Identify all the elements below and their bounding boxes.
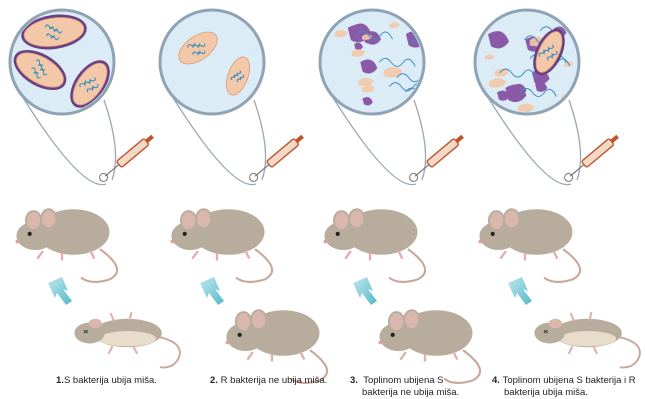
live-mouse [225, 310, 327, 383]
caption-2-text: R bakterija ne ubija miša. [221, 375, 328, 386]
syringe-barrel [266, 138, 299, 167]
panel-4 [475, 10, 640, 367]
syringe-needle [415, 165, 429, 177]
magnified-view [475, 10, 579, 114]
mouse-ear [389, 312, 404, 331]
live-mouse [323, 209, 425, 282]
mouse-belly [559, 331, 616, 346]
live-mouse [378, 310, 480, 383]
connector-line [104, 100, 116, 180]
syringe-barrel [426, 138, 459, 167]
mouse-ear [404, 310, 419, 329]
mouse-nose [323, 240, 327, 244]
mouse-eye [336, 232, 340, 236]
mouse-tail [618, 337, 640, 368]
caption-1-text: S bakterija ubija miša. [64, 375, 157, 386]
caption-4-text-line1: Toplinom ubijena S bakterija i R [503, 375, 636, 386]
caption-3-text-line1: Toplinom ubijena S [363, 375, 443, 386]
caption-3-number: 3. [350, 375, 358, 386]
syringe-barrel [581, 138, 614, 167]
mouse-ear [334, 211, 349, 230]
mouse-nose [378, 341, 382, 345]
mouse-ear [236, 312, 251, 331]
panel-2 [160, 10, 327, 383]
mouse-ear [196, 209, 211, 228]
caption-1: 1.S bakterija ubija miša. [56, 375, 157, 387]
mouse-ear [549, 319, 562, 329]
mouse-ear [181, 211, 196, 230]
panel-1 [7, 10, 180, 367]
syringe-icon [563, 133, 620, 183]
live-mouse [170, 209, 272, 282]
arrow-icon [200, 277, 224, 305]
mouse-ear [504, 209, 519, 228]
mouse-ear [489, 211, 504, 230]
syringe-needle [255, 165, 269, 177]
live-mouse [478, 209, 580, 282]
caption-4: 4. Toplinom ubijena S bakterija i R bakt… [492, 375, 636, 399]
mouse-belly [99, 331, 156, 346]
mouse-tail [158, 337, 180, 368]
connector-line [569, 100, 581, 180]
arrow-icon [48, 277, 72, 305]
mouse-ear [349, 209, 364, 228]
live-mouse [15, 209, 117, 282]
mouse-tail [544, 249, 580, 282]
syringe-barrel [116, 138, 149, 167]
caption-4-number: 4. [492, 375, 500, 386]
mouse-eye [238, 333, 242, 337]
arrow-icon [353, 277, 377, 305]
dead-mouse [534, 312, 640, 367]
mouse-ear [41, 209, 56, 228]
mouse-nose [15, 240, 19, 244]
mouse-nose [478, 240, 482, 244]
syringe-icon [248, 133, 305, 183]
arrow-icon [508, 277, 532, 305]
connector-line [254, 100, 266, 180]
mouse-eye [391, 333, 395, 337]
caption-2: 2. R bakterija ne ubija miša. [210, 375, 327, 387]
syringe-icon [408, 133, 465, 183]
mouse-ear [89, 319, 102, 329]
dead-mouse [74, 312, 180, 367]
mouse-ear [251, 310, 266, 329]
mouse-nose [225, 341, 229, 345]
caption-1-number: 1. [56, 375, 64, 386]
syringe-needle [105, 165, 119, 177]
mouse-tail [81, 249, 117, 282]
mouse-ear [26, 211, 41, 230]
mouse-tail [236, 249, 272, 282]
syringe-needle [570, 165, 584, 177]
mouse-eye [491, 232, 495, 236]
mouse-eye [28, 232, 32, 236]
mouse-nose [170, 240, 174, 244]
mouse-tail [389, 249, 425, 282]
mouse-eye [183, 232, 187, 236]
connector-line [414, 100, 426, 180]
syringe-icon [98, 133, 155, 183]
capsule-fragment [558, 104, 569, 113]
caption-3: 3. Toplinom ubijena S bakterija ne ubija… [350, 375, 459, 399]
caption-2-number: 2. [210, 375, 218, 386]
panel-3 [320, 10, 480, 383]
caption-3-text-line2: bakterija ne ubija miša. [350, 387, 459, 398]
caption-4-text-line2: bakterija ubija miša. [492, 387, 588, 398]
